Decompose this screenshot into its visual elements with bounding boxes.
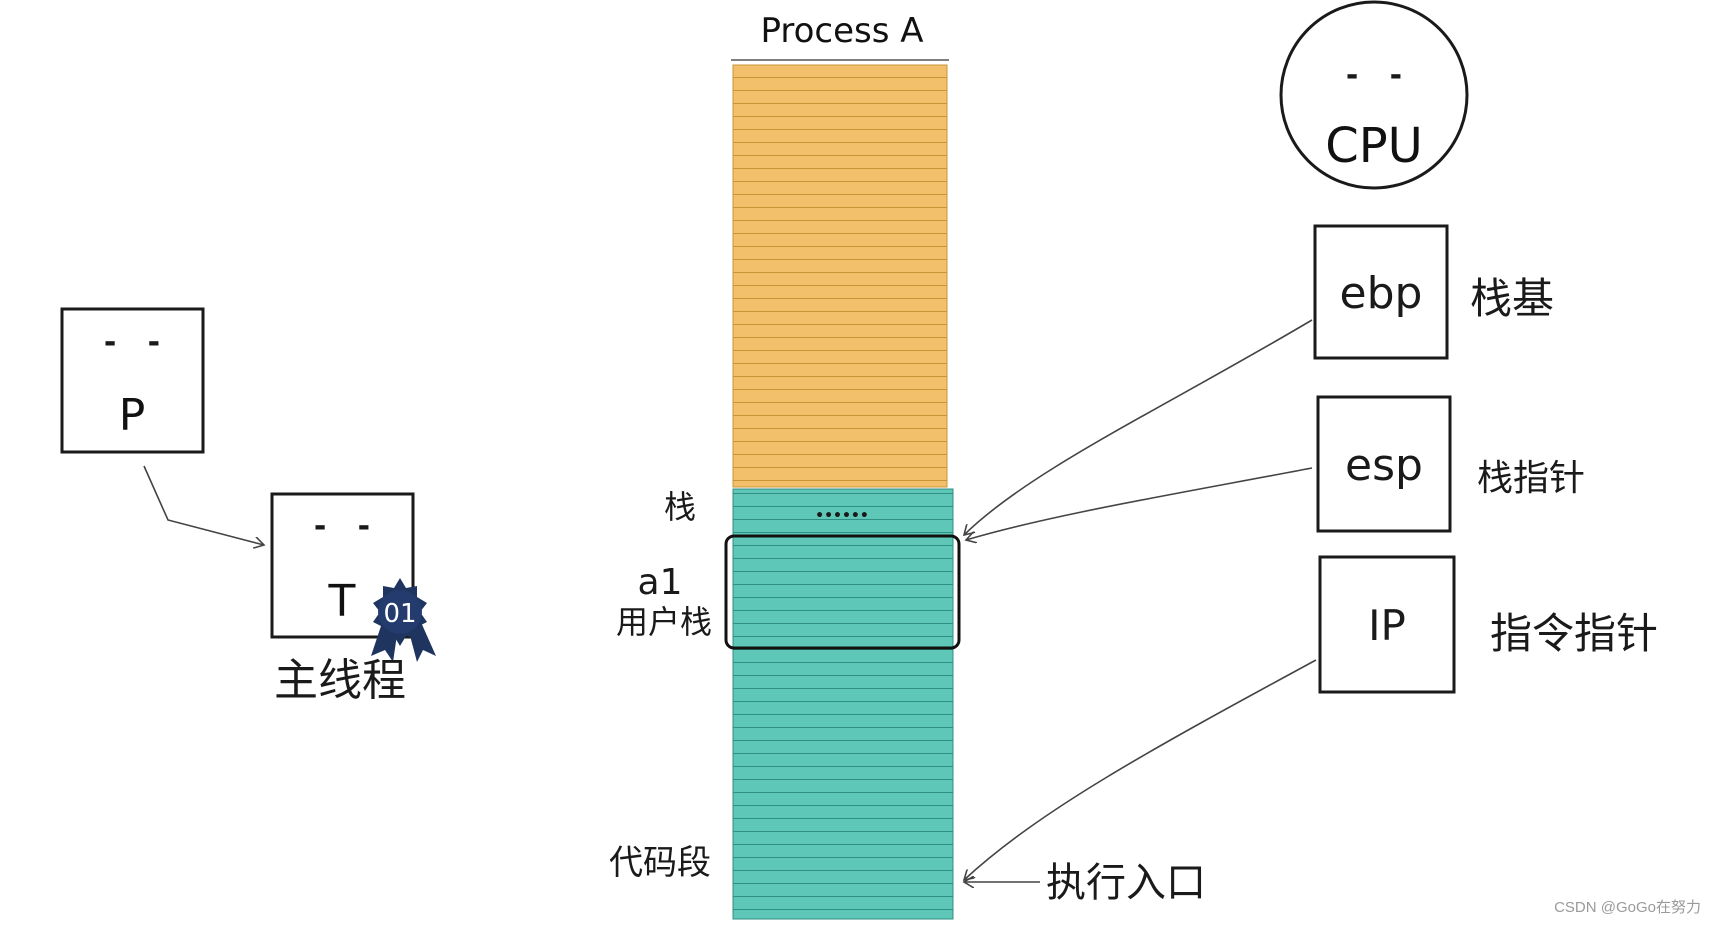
- process-title: Process A: [760, 11, 923, 51]
- process-p-label: P: [119, 390, 146, 441]
- register-desc-esp: 栈指针: [1477, 458, 1585, 499]
- cpu-label: CPU: [1325, 118, 1423, 174]
- register-box-ip: [1318, 555, 1456, 694]
- code-segment-label: 代码段: [609, 843, 711, 883]
- main-thread-caption: 主线程: [274, 655, 406, 706]
- entry-point-label: 执行入口: [1046, 860, 1206, 906]
- spawn-thread-arrow: [143, 465, 264, 545]
- register-name-ip: IP: [1368, 601, 1406, 650]
- cpu-eyes: - -: [1346, 58, 1402, 93]
- register-box-ebp: [1313, 224, 1449, 360]
- cpu-circle: [1279, 0, 1469, 190]
- watermark: CSDN @GoGo在努力: [1554, 899, 1701, 916]
- register-box-esp: [1316, 395, 1452, 533]
- process-stack-code-region: [732, 488, 954, 920]
- stack-dots: ••••••: [815, 508, 869, 524]
- t-eyes: - -: [314, 509, 370, 544]
- ebp-pointer-arrow: [964, 319, 1313, 535]
- process-p-box: [60, 307, 205, 454]
- p-eyes: - -: [104, 325, 160, 360]
- user-stack-label: 用户栈: [616, 603, 712, 641]
- register-desc-ip: 指令指针: [1490, 609, 1658, 658]
- thread-t-label: T: [328, 576, 356, 627]
- a1-label: a1: [638, 562, 683, 603]
- stack-label: 栈: [664, 488, 696, 526]
- process-high-memory-region: [732, 64, 948, 488]
- esp-pointer-arrow: [966, 467, 1313, 540]
- register-name-ebp: ebp: [1340, 268, 1423, 319]
- register-desc-ebp: 栈基: [1470, 274, 1554, 323]
- user-stack-frame-highlight: [724, 534, 961, 650]
- register-name-esp: esp: [1345, 440, 1423, 491]
- badge-number: 01: [383, 599, 416, 629]
- ip-pointer-arrow: [964, 659, 1317, 880]
- ribbon-badge-icon: [371, 578, 436, 662]
